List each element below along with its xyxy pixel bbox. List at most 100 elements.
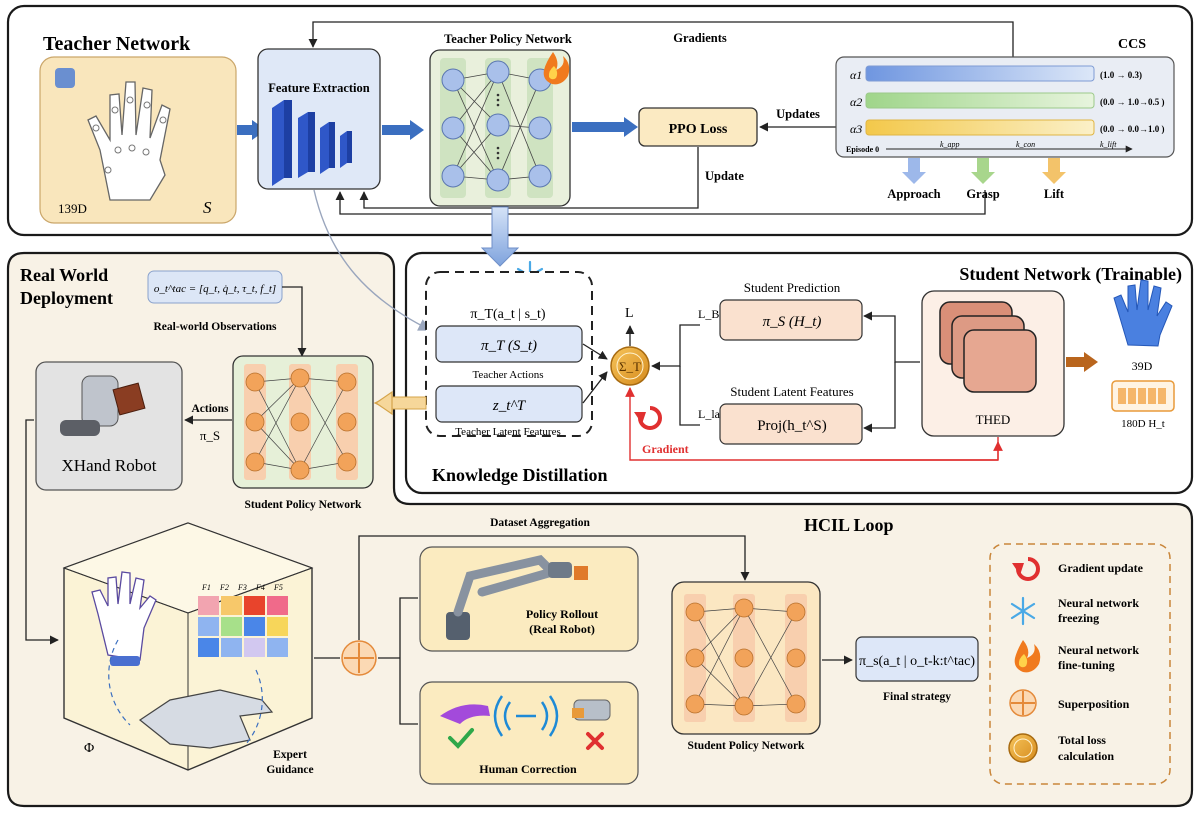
student-policy-network-top xyxy=(232,355,374,489)
legend-snowflake-icon xyxy=(1010,596,1036,626)
hand-card: 139D S xyxy=(39,56,237,224)
teacher-actions-caption: Teacher Actions xyxy=(472,369,543,381)
approach-label: Approach xyxy=(887,187,940,201)
dataset-aggregation-line xyxy=(358,535,750,640)
dim39-label: 39D xyxy=(1132,359,1153,373)
alpha2-label: α2 xyxy=(850,95,862,109)
student-title: Student Network (Trainable) xyxy=(959,264,1182,285)
dim180-label: 180D H_t xyxy=(1121,418,1165,430)
alpha3-range: (0.0 → 0.0→1.0 ) xyxy=(1100,124,1165,134)
legend-total-loss-icon xyxy=(1008,733,1038,763)
tactile-heatmap xyxy=(198,596,288,657)
total-loss-icon: Σ_T xyxy=(610,346,650,386)
teacher-title: Teacher Network xyxy=(43,33,191,55)
ccs-feedback-line xyxy=(335,190,986,215)
alpha2-range: (0.0 → 1.0→0.5 ) xyxy=(1100,97,1165,107)
lift-arrow xyxy=(1042,158,1066,184)
update-line xyxy=(359,147,699,209)
force-f3: F3 xyxy=(237,583,247,592)
robot-hand-lower-icon xyxy=(138,689,274,749)
ppo-loss-label: PPO Loss xyxy=(669,122,728,137)
force-f1: F1 xyxy=(201,583,211,592)
thed-output-arrow xyxy=(1084,352,1098,372)
cross-icon xyxy=(586,732,604,750)
student-latent-formula: Proj(h_t^S) xyxy=(757,418,827,434)
teacher-latent-box xyxy=(435,385,583,423)
teacher-action-formula: π_T (S_t) xyxy=(481,338,537,354)
conv-layers-icon xyxy=(272,100,352,186)
distill-title: Knowledge Distillation xyxy=(432,465,608,485)
obs-formula: o_t^tac = [q_t, q̇_t, τ_t, f_t] xyxy=(154,283,276,295)
legend-label-2-0: Neural network xyxy=(1058,643,1139,657)
student-latent-box xyxy=(719,403,863,445)
final-strategy-label: Final strategy xyxy=(883,691,951,703)
k-lift-label: k_lift xyxy=(1100,140,1117,149)
teacher-policy-network xyxy=(429,49,571,207)
gradient-label: Gradient xyxy=(642,442,689,456)
legend-label-1-1: freezing xyxy=(1058,611,1099,625)
legend-label-4-0: Total loss xyxy=(1058,733,1106,747)
signal-icon xyxy=(493,695,559,737)
xhand-robot-label: XHand Robot xyxy=(62,456,157,475)
realworld-title-2: Deployment xyxy=(20,288,113,308)
actions-label: Actions xyxy=(191,403,229,415)
rollout-label-2: (Real Robot) xyxy=(529,622,595,636)
legend-label-2-1: fine-tuning xyxy=(1058,658,1115,672)
grasp-arrow xyxy=(971,158,995,184)
phi-label: Φ xyxy=(84,741,94,756)
robot-hand-icon xyxy=(1113,279,1173,347)
alpha3-bar xyxy=(865,119,1095,136)
gradients-label: Gradients xyxy=(673,31,727,45)
hand-badge-icon xyxy=(55,68,75,88)
legend-label-1-0: Neural network xyxy=(1058,596,1139,610)
student-policy-network-bottom xyxy=(671,581,821,735)
student-latent-caption: Student Latent Features xyxy=(730,384,853,399)
human-correction-label: Human Correction xyxy=(479,762,577,776)
teacher-policy-label: Teacher Policy Network xyxy=(444,32,572,46)
fe-to-distill-curve xyxy=(313,189,432,331)
legend-superposition-icon xyxy=(1009,689,1037,717)
xhand-robot-card: XHand Robot xyxy=(35,361,183,491)
llat-label: L_lat xyxy=(698,407,724,421)
approach-arrow xyxy=(902,158,926,184)
legend-flame-icon xyxy=(1014,640,1041,673)
lift-label: Lift xyxy=(1044,187,1065,201)
superposition-icon xyxy=(341,640,377,676)
episode-label: Episode 0 xyxy=(846,145,879,154)
alpha3-label: α3 xyxy=(850,122,862,136)
updates-label: Updates xyxy=(776,107,820,121)
expert-label-1: Expert xyxy=(273,749,307,761)
legend: Gradient update Neural network freezing … xyxy=(989,543,1171,785)
student-prediction-box xyxy=(719,299,863,341)
alpha1-range: (1.0 → 0.3) xyxy=(1100,70,1142,80)
human-hand-icon xyxy=(440,704,490,724)
pi-t-label: π_T(a_t | s_t) xyxy=(470,307,546,322)
final-strategy-formula: π_s(a_t | o_t-k:t^tac) xyxy=(859,654,975,669)
teacher-action-box xyxy=(435,325,583,363)
thed-block: THED xyxy=(921,290,1065,437)
obs-dim-label: 139D xyxy=(58,201,87,216)
force-f5: F5 xyxy=(273,583,283,592)
sigma-label: Σ_T xyxy=(619,359,641,374)
thed-label: THED xyxy=(976,412,1011,427)
rollout-label-1: Policy Rollout xyxy=(526,607,598,621)
alpha1-label: α1 xyxy=(850,68,862,82)
ccs-panel: CCS α1 (1.0 → 0.3) α2 (0.0 → 1.0→0.5 ) α… xyxy=(835,37,1175,201)
hcil-title: HCIL Loop xyxy=(804,515,894,535)
feature-extraction-block: Feature Extraction xyxy=(257,48,381,190)
expert-label-2: Guidance xyxy=(266,764,313,776)
ppo-loss-box xyxy=(638,107,758,147)
feature-extraction-label: Feature Extraction xyxy=(268,81,370,95)
student-prediction-caption: Student Prediction xyxy=(744,280,841,295)
realworld-title-1: Real World xyxy=(20,265,108,285)
pi-s-label: π_S xyxy=(200,428,220,443)
obs-caption: Real-world Observations xyxy=(154,321,278,333)
final-strategy-box xyxy=(855,636,979,682)
legend-gradient-update-icon xyxy=(1012,557,1040,581)
student-policy-caption-bottom: Student Policy Network xyxy=(688,740,806,752)
legend-label-3-0: Superposition xyxy=(1058,697,1130,711)
policy-rollout-card: Policy Rollout (Real Robot) xyxy=(419,546,639,652)
alpha1-bar xyxy=(865,65,1095,82)
